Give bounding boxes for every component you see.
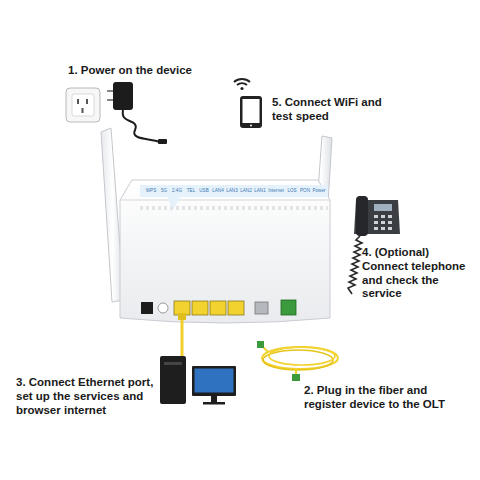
indicator-label: PON xyxy=(300,189,310,194)
step-label: 2. Plug in the fiber and register device… xyxy=(304,384,464,412)
wifi-dot xyxy=(240,87,243,90)
telephone-keys xyxy=(374,215,392,230)
socket-slot xyxy=(86,99,88,104)
tel-port xyxy=(255,302,268,314)
lan-port xyxy=(210,301,226,315)
router-edge xyxy=(120,200,330,201)
step-label: 1. Power on the device xyxy=(68,64,218,78)
ethernet-cable xyxy=(181,315,184,352)
telephone-display xyxy=(374,204,392,211)
wifi-arc xyxy=(237,83,247,85)
monitor-screen xyxy=(195,369,234,393)
fiber-connector xyxy=(292,374,300,381)
fiber-coil xyxy=(262,347,338,369)
tablet-button xyxy=(250,125,252,127)
indicator-label: LAN4 xyxy=(212,189,224,194)
fiber-connector xyxy=(257,341,264,348)
lan-port xyxy=(228,301,244,315)
indicator-label: LAN2 xyxy=(240,189,252,194)
indicator-label: WPS xyxy=(146,189,156,194)
indicator-label: 5G xyxy=(161,189,167,194)
fiber-coil xyxy=(269,347,335,365)
adapter-prong xyxy=(107,90,113,92)
indicator-label: TEL xyxy=(187,189,195,194)
telephone-cord xyxy=(348,236,362,294)
step-label: 5. Connect WiFi and test speed xyxy=(272,96,390,124)
socket-slot xyxy=(82,108,84,113)
rj45-plug xyxy=(178,313,186,320)
monitor-base xyxy=(203,402,225,405)
power-port xyxy=(141,302,153,314)
step-label: 3. Connect Ethernet port, set up the ser… xyxy=(16,376,158,417)
indicator-label: LAN3 xyxy=(226,189,238,194)
tablet-screen xyxy=(243,99,260,123)
indicator-label: USB xyxy=(199,189,208,194)
adapter-cable xyxy=(123,110,160,142)
adapter-prong xyxy=(107,99,113,101)
indicator-label: 2.4G xyxy=(172,189,182,194)
lan-port xyxy=(174,301,190,315)
step-label: 4. (Optional) Connect telephone and chec… xyxy=(362,246,472,301)
tablet-icon xyxy=(240,96,262,128)
pon-port xyxy=(281,300,296,315)
socket-slot xyxy=(77,99,79,104)
indicator-label: LAN1 xyxy=(254,189,266,194)
router-body xyxy=(120,180,330,323)
power-adapter xyxy=(113,82,133,110)
indicator-strip xyxy=(140,185,328,197)
vent-slots xyxy=(140,206,328,210)
monitor-stand xyxy=(211,396,217,402)
pc-tower xyxy=(160,356,186,404)
lan-port xyxy=(192,301,208,315)
socket-plate xyxy=(72,94,94,116)
indicator-label: Internet xyxy=(268,189,284,194)
wall-socket xyxy=(66,88,100,122)
monitor xyxy=(192,366,236,396)
wifi-arc xyxy=(234,79,250,82)
indicator-label: LOS xyxy=(287,189,296,194)
dc-plug xyxy=(158,139,167,144)
reset-button xyxy=(158,303,168,313)
telephone-handset xyxy=(356,196,368,236)
ethernet-cable xyxy=(181,352,184,356)
indicator-label: Power xyxy=(312,189,325,194)
pc-drive xyxy=(164,362,182,365)
